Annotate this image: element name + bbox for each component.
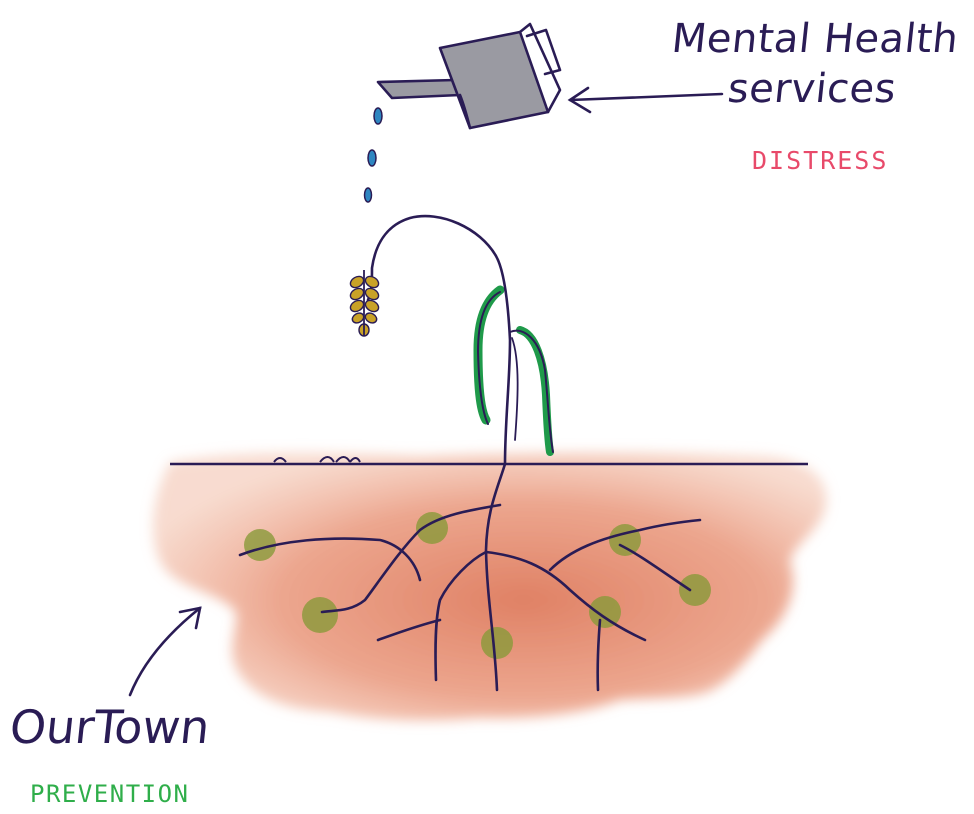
prevention-tag: PREVENTION (30, 780, 190, 808)
water-drop (365, 188, 372, 202)
community-label: OurTown (7, 700, 212, 754)
distress-tag: DISTRESS (752, 146, 888, 175)
root-node (609, 524, 641, 556)
wheat-head (348, 270, 380, 336)
soil-area (153, 452, 827, 720)
services-label-line2: services (726, 66, 899, 112)
root-node (302, 597, 338, 633)
wilted-plant (368, 216, 553, 464)
watering-can-icon (378, 24, 560, 128)
water-drop (374, 108, 382, 124)
root-node (481, 627, 513, 659)
water-droplets (365, 108, 383, 202)
services-label-line1: Mental Health (670, 16, 961, 62)
root-node (679, 574, 711, 606)
ourtown-arrow (130, 608, 200, 695)
services-arrow (570, 88, 722, 112)
water-drop (368, 150, 376, 166)
